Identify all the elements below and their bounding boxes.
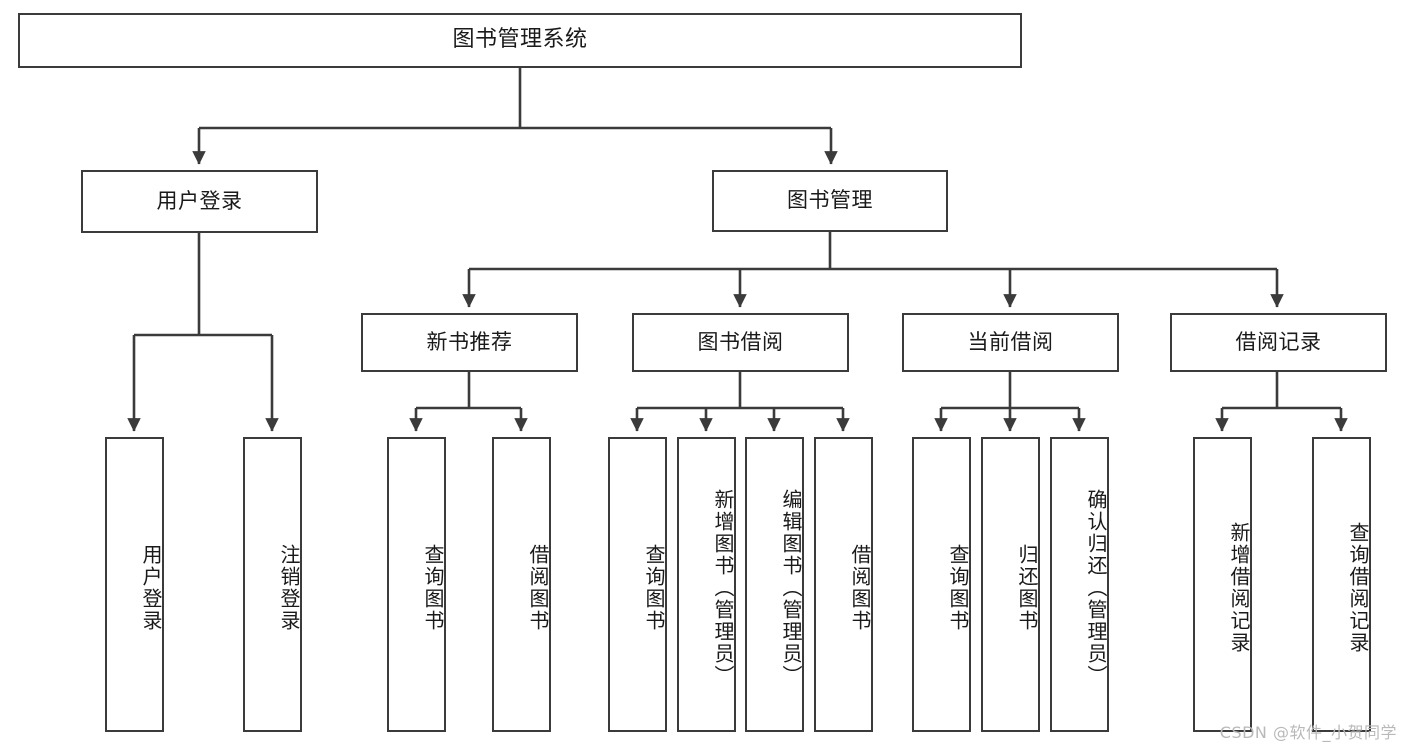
node-label: 图书管理系统 [452, 27, 588, 53]
node-book-borrow[interactable]: 图书借阅 [632, 313, 849, 372]
node-user-login[interactable]: 用户登录 [81, 170, 318, 233]
node-new-book-recommend[interactable]: 新书推荐 [361, 313, 578, 372]
leaf-user-login-signin[interactable]: 用户登录 [105, 437, 164, 732]
node-label: 注销登录 [277, 543, 301, 632]
node-label: 查询借阅记录 [1346, 521, 1370, 654]
node-label: 查询图书 [642, 543, 666, 632]
node-label: 新书推荐 [426, 329, 513, 354]
node-label: 图书借阅 [697, 329, 784, 354]
leaf-borrow-record-query[interactable]: 查询借阅记录 [1312, 437, 1371, 732]
node-label: 借阅图书 [526, 543, 550, 632]
node-label: 新增图书（管理员） [711, 488, 735, 687]
leaf-book-borrow-borrow[interactable]: 借阅图书 [814, 437, 873, 732]
node-borrow-record[interactable]: 借阅记录 [1170, 313, 1387, 372]
node-label: 借阅记录 [1235, 329, 1322, 354]
node-current-borrow[interactable]: 当前借阅 [902, 313, 1119, 372]
leaf-new-book-query[interactable]: 查询图书 [387, 437, 446, 732]
leaf-user-login-signout[interactable]: 注销登录 [243, 437, 302, 732]
node-label: 编辑图书（管理员） [779, 488, 803, 687]
node-label: 确认归还（管理员） [1084, 488, 1108, 687]
leaf-book-borrow-edit-admin[interactable]: 编辑图书（管理员） [745, 437, 804, 732]
node-label: 图书管理 [787, 188, 873, 213]
watermark-csdn: CSDN @软件_小贺同学 [1219, 723, 1397, 742]
node-root-book-management-system[interactable]: 图书管理系统 [18, 13, 1022, 68]
leaf-book-borrow-add-admin[interactable]: 新增图书（管理员） [677, 437, 736, 732]
leaf-new-book-borrow[interactable]: 借阅图书 [492, 437, 551, 732]
node-label: 新增借阅记录 [1227, 521, 1251, 654]
node-book-management[interactable]: 图书管理 [712, 170, 948, 232]
node-label: 用户登录 [139, 543, 163, 632]
leaf-borrow-record-add[interactable]: 新增借阅记录 [1193, 437, 1252, 732]
node-label: 查询图书 [421, 543, 445, 632]
leaf-book-borrow-query[interactable]: 查询图书 [608, 437, 667, 732]
leaf-current-borrow-confirm-return-admin[interactable]: 确认归还（管理员） [1050, 437, 1109, 732]
node-label: 查询图书 [946, 543, 970, 632]
leaf-current-borrow-return[interactable]: 归还图书 [981, 437, 1040, 732]
leaf-current-borrow-query[interactable]: 查询图书 [912, 437, 971, 732]
node-label: 归还图书 [1015, 543, 1039, 632]
node-label: 当前借阅 [967, 329, 1054, 354]
node-label: 借阅图书 [848, 543, 872, 632]
node-label: 用户登录 [156, 188, 243, 213]
